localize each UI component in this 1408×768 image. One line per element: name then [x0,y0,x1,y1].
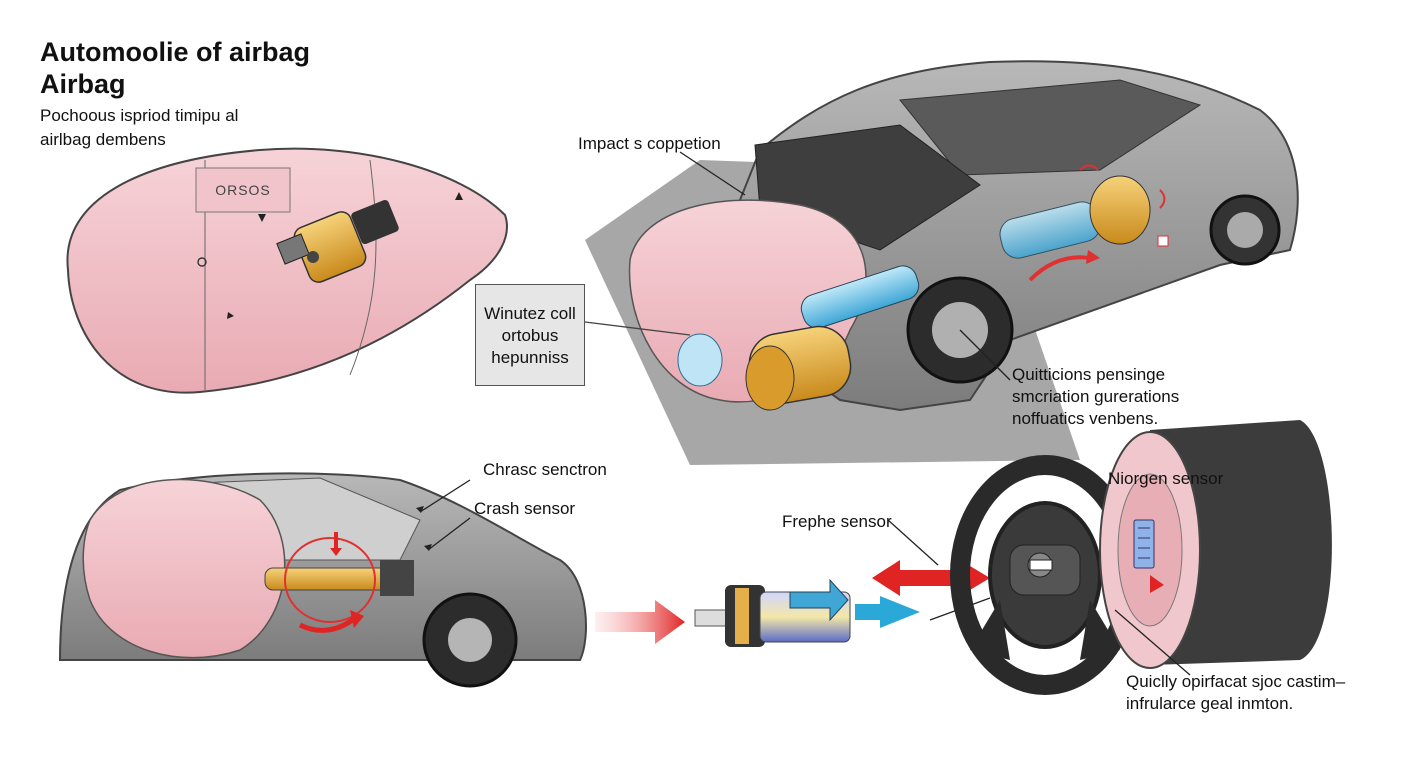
leader-bottom-desc [1114,609,1191,676]
side-car [58,472,587,688]
title-line-1: Automoolie of airbag [40,37,310,67]
inflator-canister [276,199,399,283]
label-niorgen-sensor: Niorgen sensor [1108,469,1224,488]
airbag-stamp: ORSOS [215,182,271,198]
callout-line-2: ortobus [501,326,559,345]
double-arrow-red [872,560,990,596]
leader-frephe [887,519,939,566]
bottom-desc-line-2: infrularce geal inmton. [1126,694,1294,713]
title: Automoolie of airbag Airbag [40,36,310,100]
leader-impact [679,151,746,196]
cutaway-car [585,60,1299,465]
leader-right-desc [959,329,1011,381]
leader-box [584,321,691,336]
subtitle: Pochoous ispriod timipu al airlbag dembe… [40,104,238,152]
callout-line-3: hepunniss [491,348,569,367]
bottom-desc-line-1: Quiclly opirfacat sjoc castim– [1126,672,1346,691]
leader-chrasc [419,479,471,513]
signal-arrow-blue [855,596,920,628]
leader-crash [427,517,471,551]
airbag-module-cylinder [1099,420,1332,669]
subtitle-line-2: airlbag dembens [40,130,166,149]
label-crash-sensor: Crash sensor [474,499,576,518]
label-frephe-sensor: Frephe sensor [782,512,892,531]
subtitle-line-1: Pochoous ispriod timipu al [40,106,239,125]
signal-arrow-red [595,600,685,644]
callout-line-1: Winutez coll [484,304,576,323]
title-line-2: Airbag [40,69,126,99]
label-chrasc-sensor: Chrasc senctron [483,460,607,479]
inflated-airbag [66,147,508,394]
desc-right-line-3: noffuatics venbens. [1012,409,1159,428]
callout-box: Winutez coll ortobus hepunniss [475,284,585,386]
steering-wheel [950,455,1140,695]
leader-crash-head [424,544,432,551]
desc-right-line-2: smcriation gurerations [1012,387,1180,406]
inflator-cylinder [694,578,851,647]
leader-chrasc-head [416,506,424,513]
desc-right-line-1: Quitticions pen​singe [1012,365,1166,384]
label-impact: Impact s coppetion [578,134,721,153]
